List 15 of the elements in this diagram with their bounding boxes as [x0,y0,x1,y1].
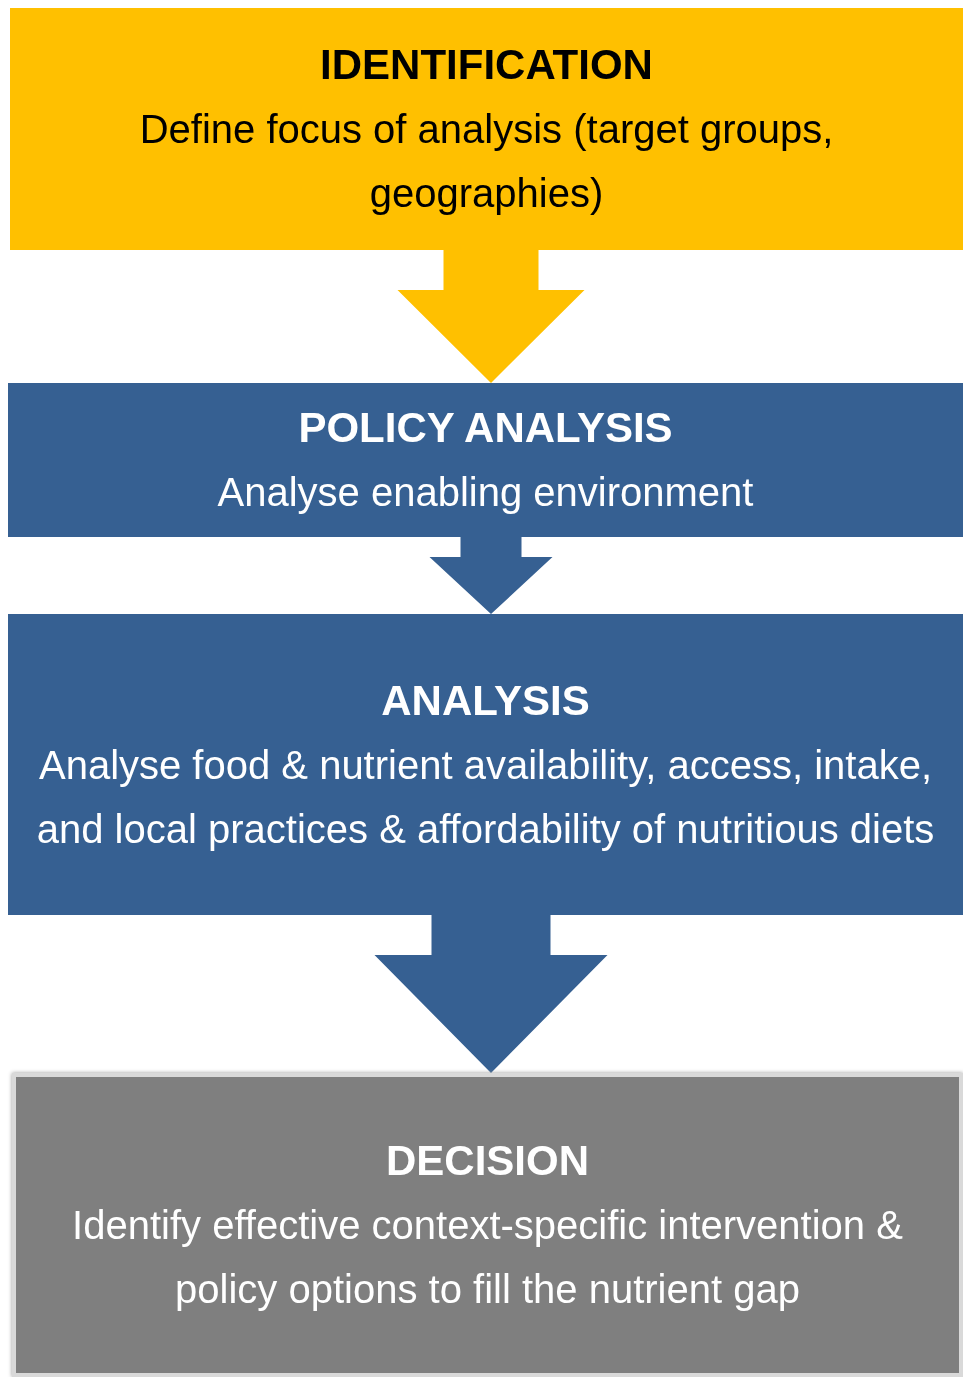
step-description: Analyse enabling environment [217,469,754,516]
step-description: Analyse food & nutrient availability, access, intake, and local practices & affordability of nutritious diets [35,741,936,853]
step-box [12,1073,963,1377]
step-heading: DECISION [386,1136,589,1186]
block-arrow [397,250,585,383]
step-heading: ANALYSIS [381,675,590,726]
step-box [8,614,963,915]
step-box [10,8,963,250]
step-description: Define focus of analysis (target groups, geographies) [138,106,835,217]
block-arrow [374,915,608,1073]
block-arrow [429,537,553,614]
step-heading: IDENTIFICATION [320,40,653,90]
step-box [8,383,963,537]
step-description: Identify effective context-specific intervention & policy options to fill the nutrient gap [71,1202,904,1313]
step-heading: POLICY ANALYSIS [298,403,673,453]
